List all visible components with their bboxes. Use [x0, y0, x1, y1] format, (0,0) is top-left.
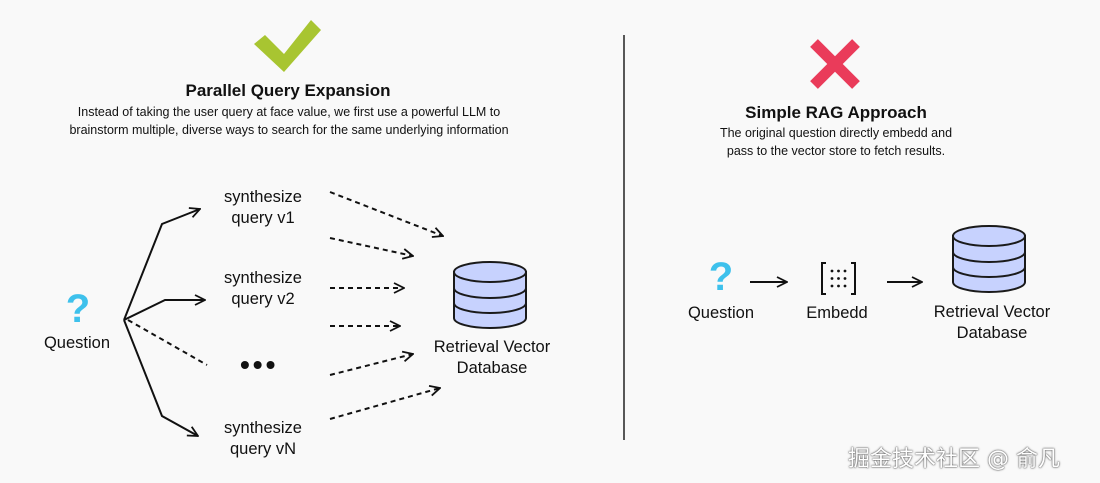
embed-label: Embedd	[806, 304, 868, 322]
left-database-label: Retrieval Vector Database	[433, 338, 551, 377]
query-v2-label: synthesize query v2	[224, 269, 302, 308]
dashed-arrows-to-database	[329, 191, 443, 420]
left-question-label: Question	[43, 334, 111, 352]
watermark: 掘金技术社区 @ 俞凡	[848, 447, 1060, 472]
dashed-arrow-to-ellipsis	[127, 319, 208, 366]
question-mark-icon-right: ?	[708, 255, 734, 299]
left-title: Parallel Query Expansion	[185, 81, 391, 100]
arrow-to-query-v2	[123, 300, 205, 321]
fan-out-arrows	[123, 209, 208, 436]
checkmark-icon	[254, 20, 321, 72]
ellipsis-indicator: •••	[240, 349, 279, 380]
cross-icon	[810, 39, 860, 89]
question-mark-icon-left: ?	[65, 287, 91, 331]
right-title: Simple RAG Approach	[745, 103, 927, 122]
database-icon-left	[453, 261, 527, 329]
right-question-label: Question	[687, 304, 755, 322]
arrow-to-query-v1	[123, 209, 200, 321]
arrow-to-query-vN	[123, 319, 198, 436]
left-description: Instead of taking the user query at face…	[69, 105, 509, 137]
database-icon-right	[952, 225, 1026, 293]
query-vN-label: synthesize query vN	[224, 419, 302, 458]
right-database-label: Retrieval Vector Database	[933, 303, 1051, 342]
right-description: The original question directly embedd an…	[719, 126, 953, 158]
embedding-icon	[821, 262, 856, 295]
query-v1-label: synthesize query v1	[224, 188, 302, 227]
